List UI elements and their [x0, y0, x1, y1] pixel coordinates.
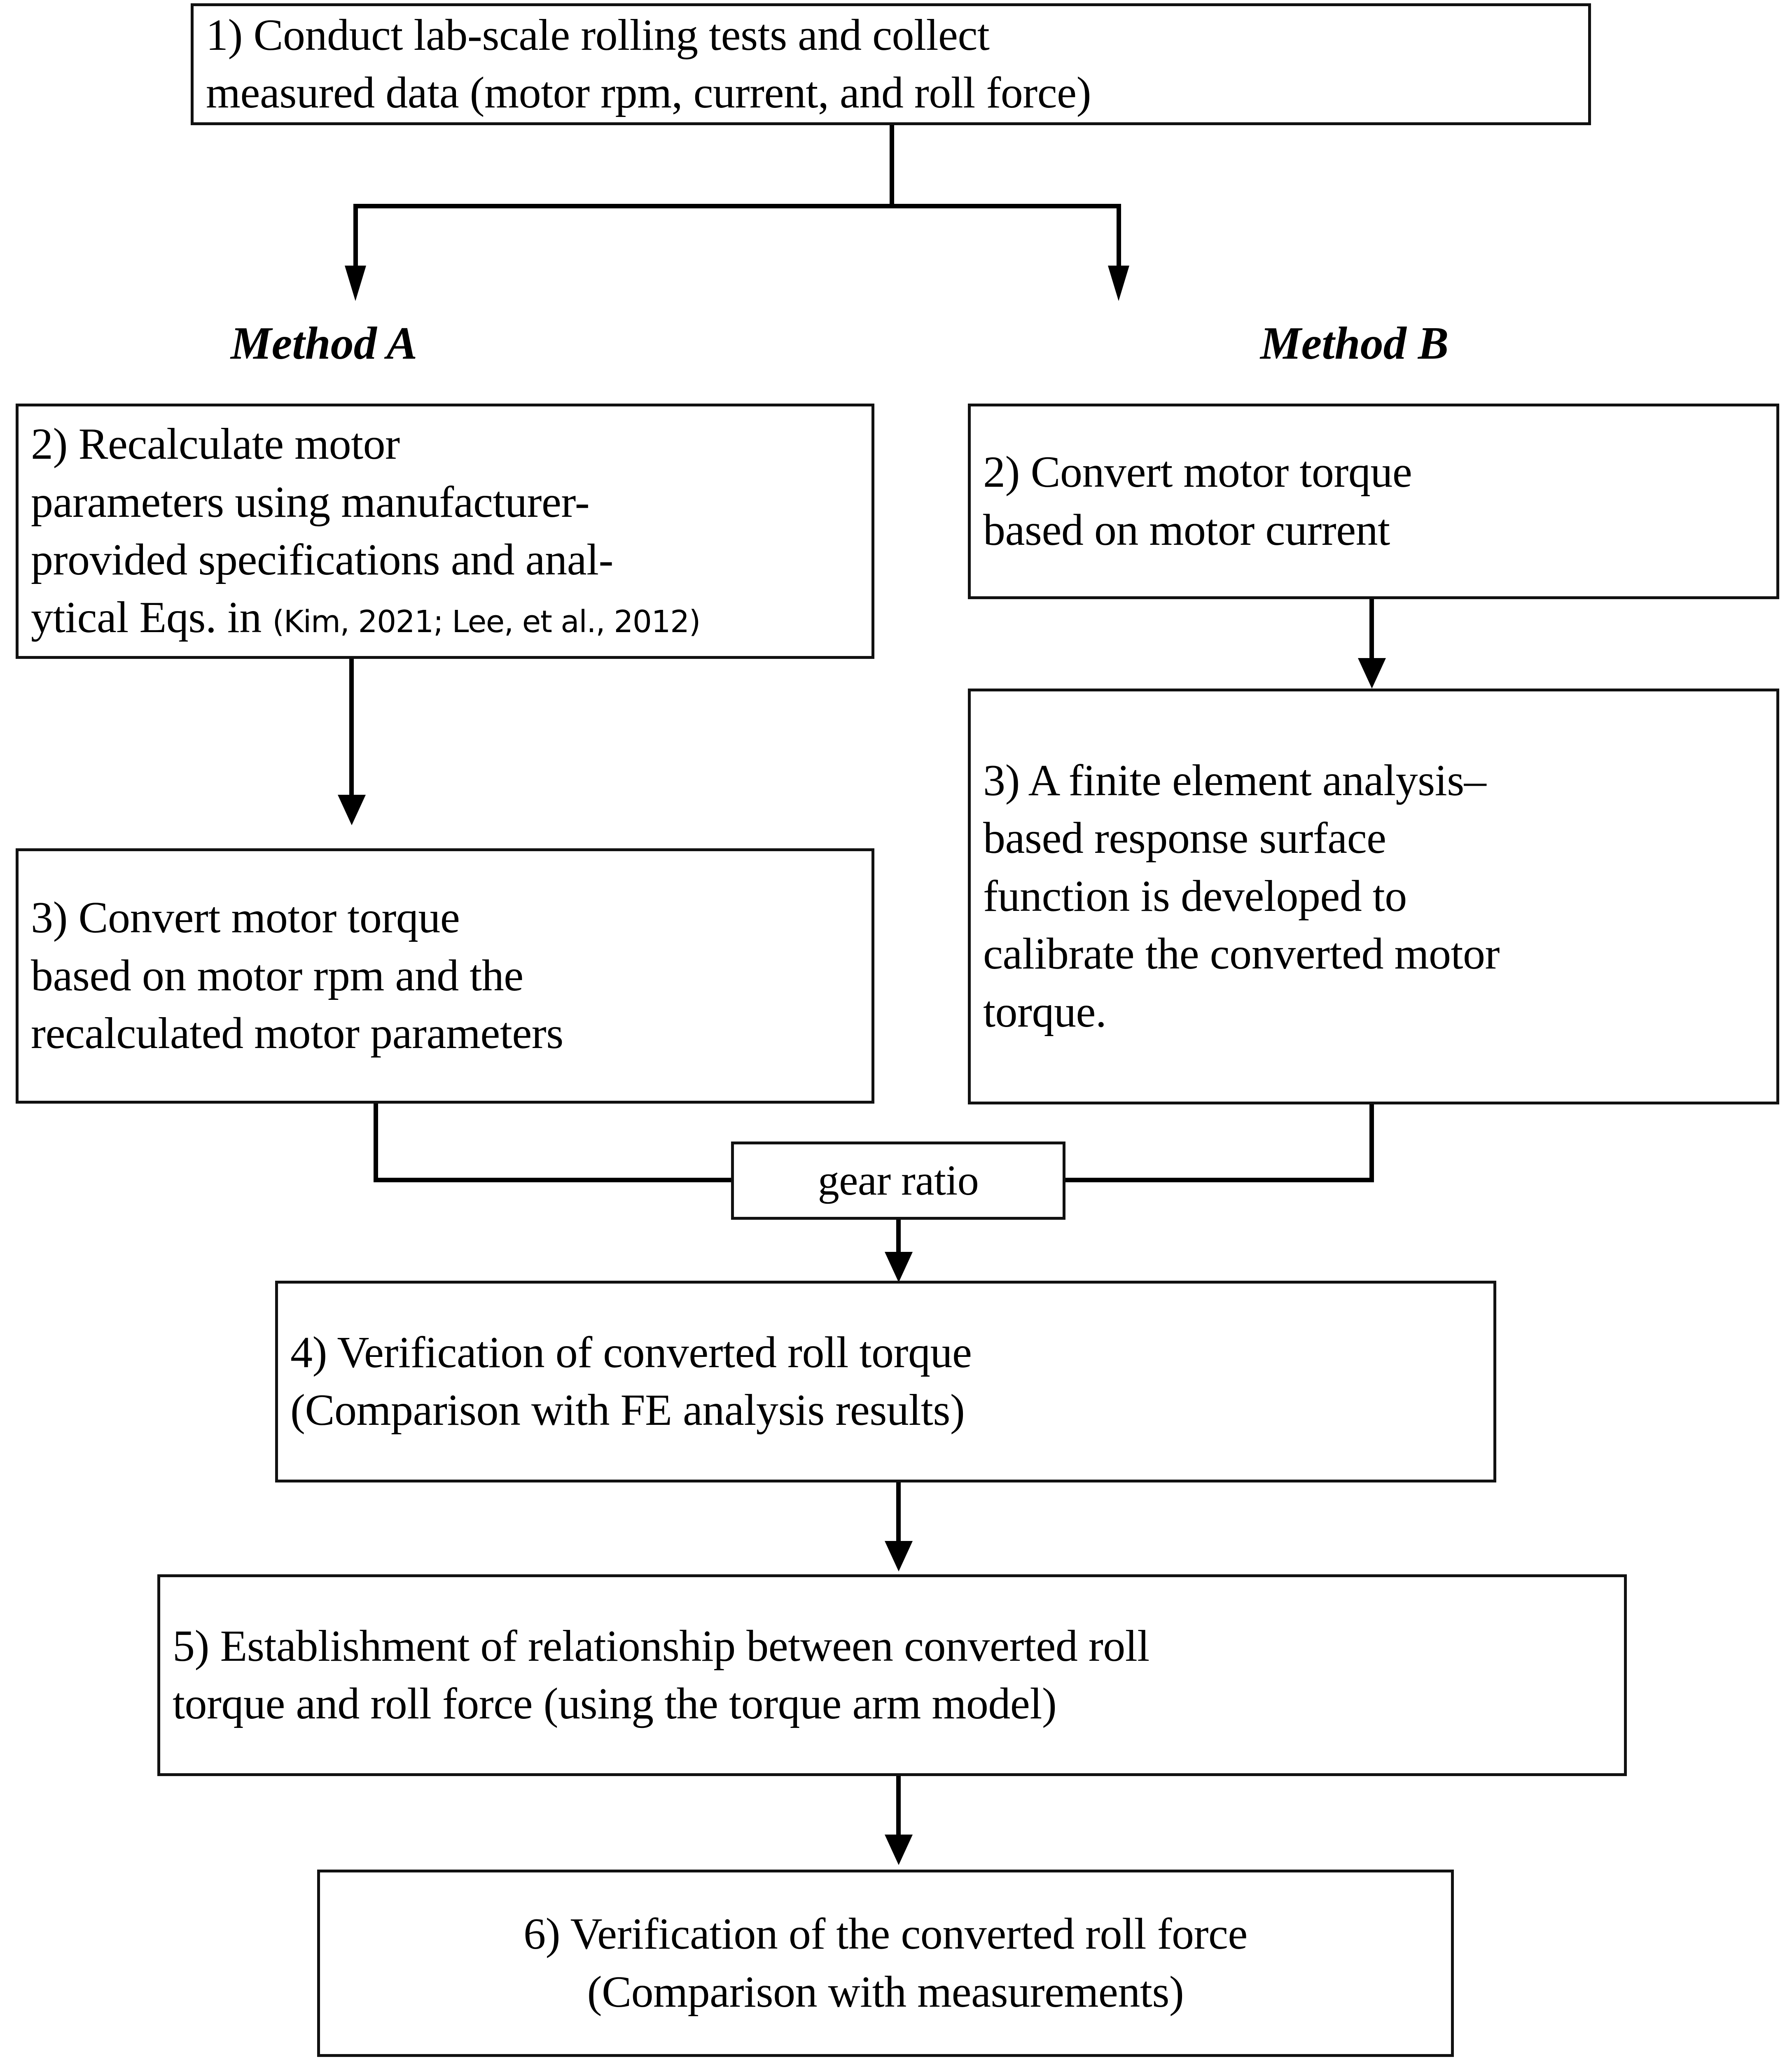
connector-merge-left-horizontal: [374, 1178, 736, 1182]
connector-step4-to-step5: [896, 1482, 901, 1544]
step6-line-2: (Comparison with measurements): [587, 1967, 1184, 2017]
step4-line-2: (Comparison with FE analysis results): [290, 1386, 965, 1435]
arrowhead-step4-to-step5: [885, 1541, 913, 1571]
connector-merge-left-drop: [374, 1104, 378, 1182]
b-step2-line-1: 2) Convert motor torque: [983, 448, 1412, 497]
flow-box-a-step2[interactable]: 2) Recalculate motor parameters using ma…: [16, 404, 874, 659]
a-step2-line-4: ytical Eqs. in (Kim, 2021; Lee, et al., …: [31, 589, 871, 647]
step1-line-2: measured data (motor rpm, current, and r…: [206, 68, 1091, 117]
step6-line-1: 6) Verification of the converted roll fo…: [523, 1910, 1248, 1959]
connector-step1-stem: [890, 125, 894, 205]
b-step3-line-5: torque.: [983, 987, 1107, 1037]
connector-merge-right-drop: [1369, 1104, 1374, 1182]
flow-box-b-step3[interactable]: 3) A finite element analysis– based resp…: [968, 689, 1779, 1104]
step5-line-1: 5) Establishment of relationship between…: [173, 1621, 1149, 1671]
flow-box-gear-ratio[interactable]: gear ratio: [731, 1142, 1065, 1220]
a-step2-citation: (Kim, 2021; Lee, et al., 2012): [272, 604, 701, 640]
arrowhead-b-step2-to-step3: [1358, 658, 1386, 689]
a-step3-line-3: recalculated motor parameters: [31, 1009, 563, 1058]
arrowhead-step5-to-step6: [885, 1835, 913, 1865]
a-step2-line-2: parameters using manufacturer-: [31, 477, 590, 527]
arrowhead-branch-right: [1108, 266, 1129, 301]
step5-line-2: torque and roll force (using the torque …: [173, 1679, 1057, 1728]
connector-split-bar: [353, 204, 1121, 208]
connector-merge-right-horizontal: [1061, 1178, 1374, 1182]
flow-box-step6[interactable]: 6) Verification of the converted roll fo…: [317, 1870, 1454, 2057]
flow-box-step1[interactable]: 1) Conduct lab-scale rolling tests and c…: [191, 3, 1591, 125]
a-step3-line-2: based on motor rpm and the: [31, 951, 523, 1000]
flow-box-a-step3[interactable]: 3) Convert motor torque based on motor r…: [16, 848, 874, 1104]
a-step2-line-4-text: ytical Eqs. in: [31, 593, 273, 642]
b-step3-line-4: calibrate the converted motor: [983, 929, 1500, 979]
flow-box-b-step2[interactable]: 2) Convert motor torque based on motor c…: [968, 404, 1779, 599]
gear-ratio-label: gear ratio: [818, 1157, 979, 1205]
flow-box-step4[interactable]: 4) Verification of converted roll torque…: [275, 1281, 1496, 1482]
b-step2-line-2: based on motor current: [983, 505, 1390, 555]
arrowhead-a-step2-to-step3: [338, 795, 366, 825]
connector-step5-to-step6: [896, 1776, 901, 1838]
connector-b-step2-to-step3: [1369, 599, 1374, 663]
step4-line-1: 4) Verification of converted roll torque: [290, 1328, 972, 1377]
connector-a-step2-to-step3: [349, 659, 354, 797]
branch-label-method-b: Method B: [1260, 318, 1449, 369]
b-step3-line-2: based response surface: [983, 814, 1386, 863]
flow-box-step5[interactable]: 5) Establishment of relationship between…: [157, 1574, 1627, 1776]
a-step2-line-1: 2) Recalculate motor: [31, 420, 400, 469]
connector-branch-left: [353, 204, 358, 270]
b-step3-line-3: function is developed to: [983, 871, 1407, 921]
step1-line-1: 1) Conduct lab-scale rolling tests and c…: [206, 10, 990, 60]
branch-label-method-a: Method A: [231, 318, 418, 369]
connector-branch-right: [1117, 204, 1121, 270]
arrowhead-gear-to-step4: [885, 1252, 913, 1282]
connector-gear-to-step4: [896, 1220, 901, 1257]
a-step2-line-3: provided specifications and anal-: [31, 535, 613, 584]
a-step3-line-1: 3) Convert motor torque: [31, 893, 460, 943]
arrowhead-branch-left: [345, 266, 366, 301]
b-step3-line-1: 3) A finite element analysis–: [983, 756, 1486, 805]
